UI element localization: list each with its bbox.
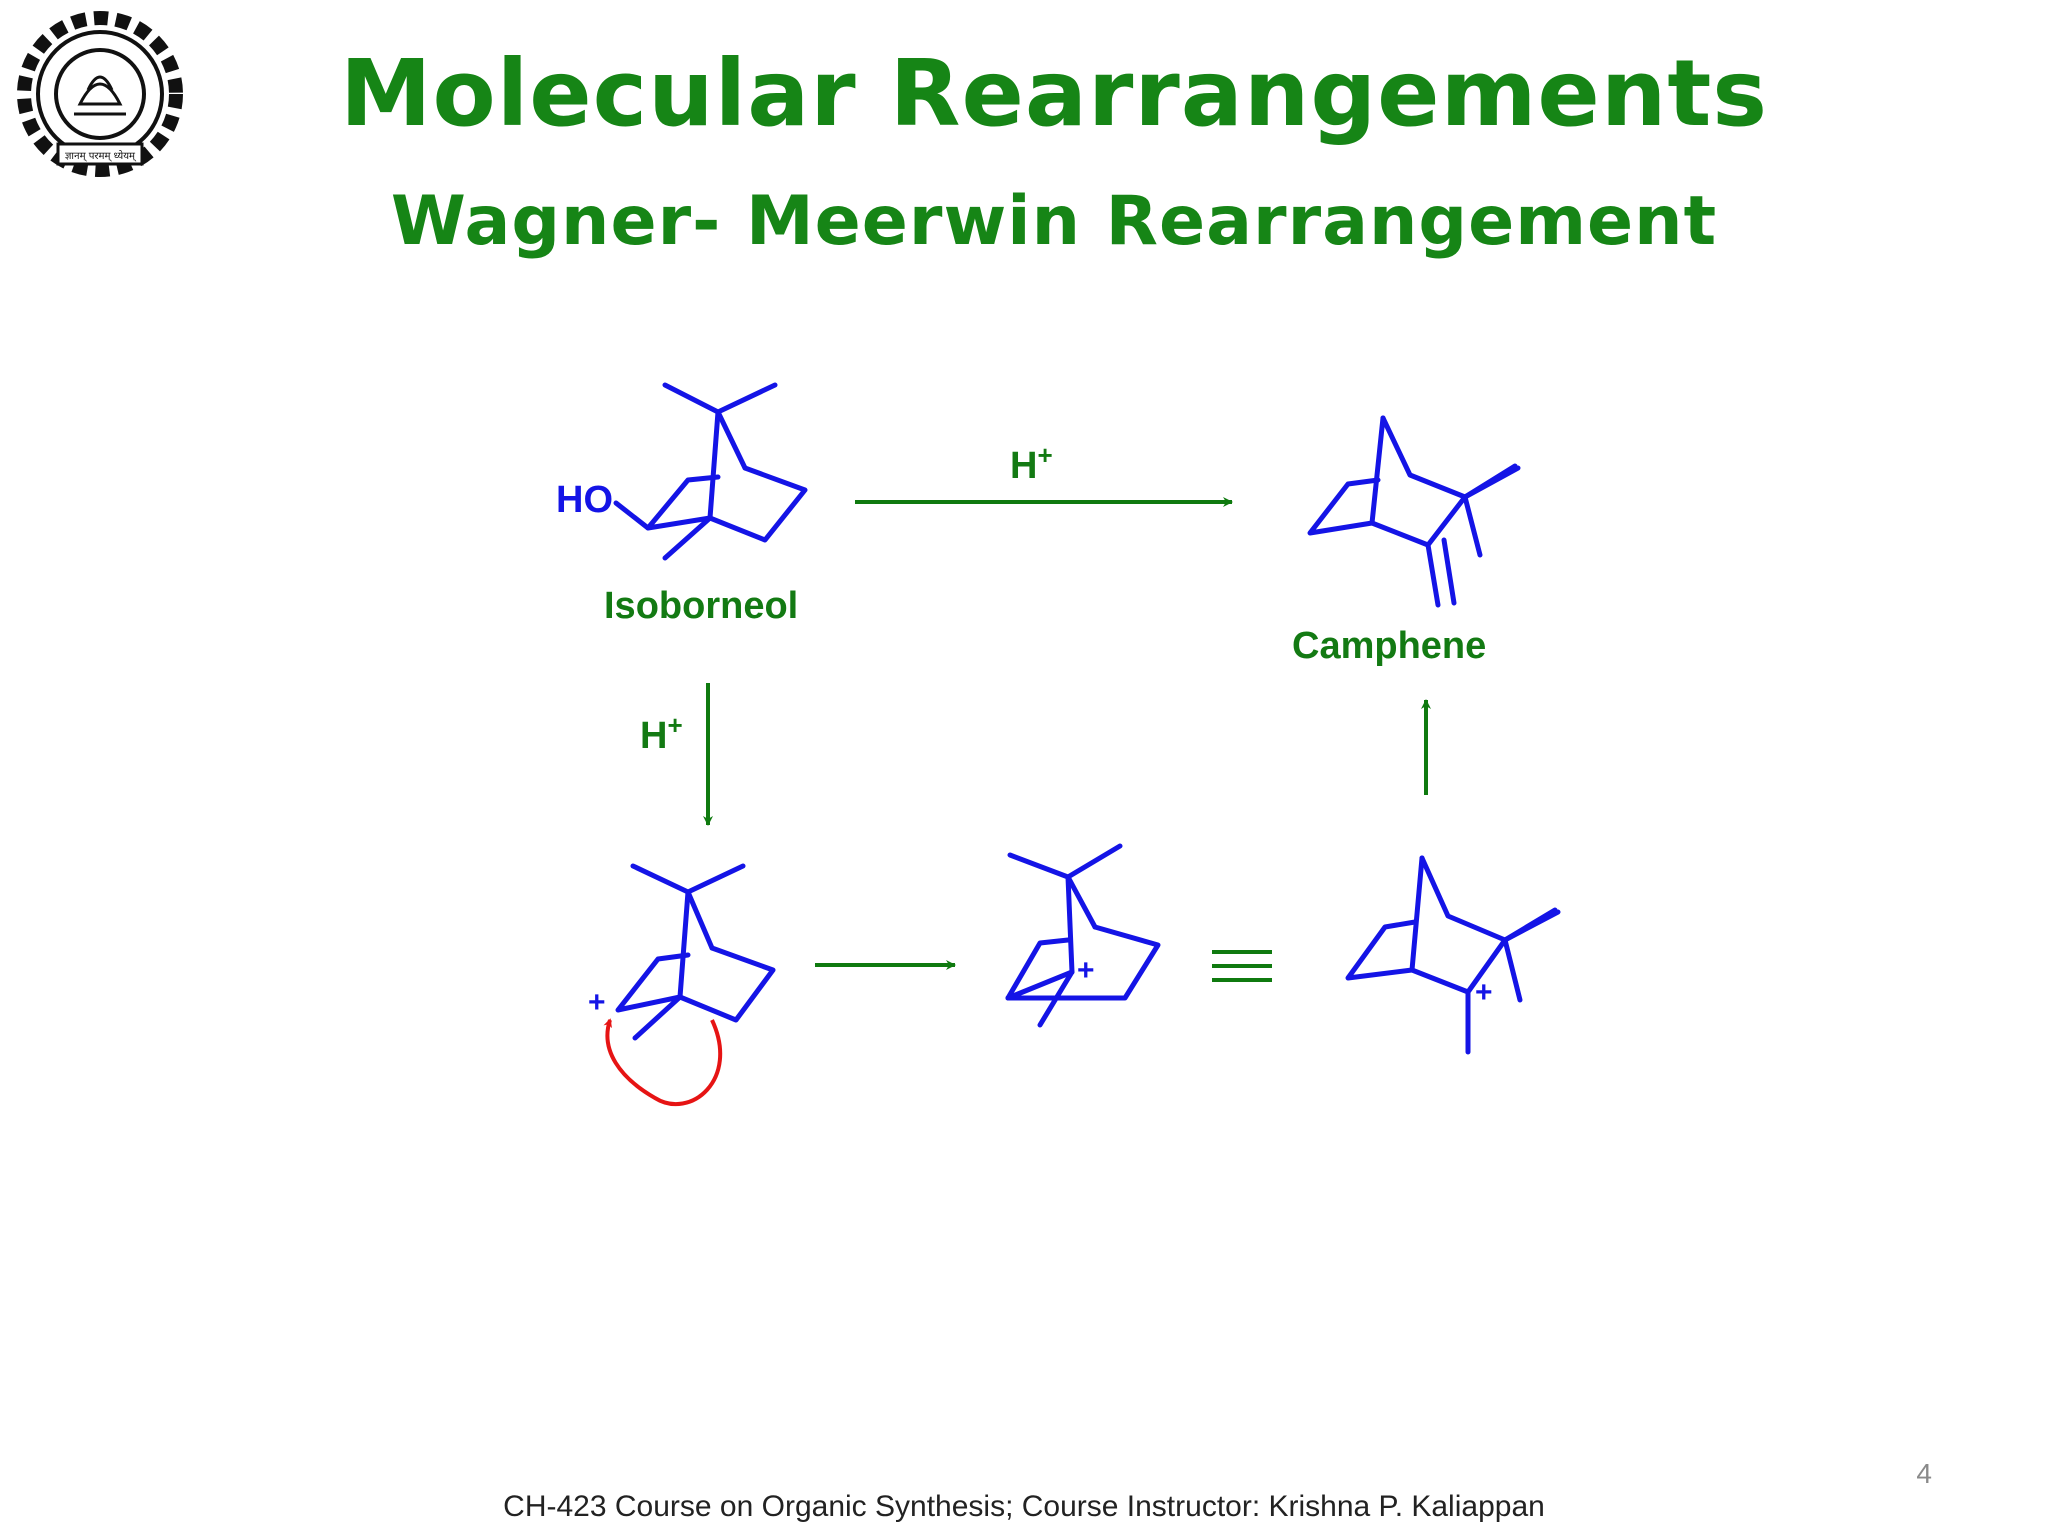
curly-arrow-red [603,1018,723,1107]
cation-intermediate-2 [1005,843,1161,1028]
page-number: 4 [1916,1458,1932,1489]
hydroxyl-label: HO [556,479,613,521]
reagent-top-label: H+ [1010,440,1053,487]
slide-subtitle: Wagner- Meerwin Rearrangement [390,182,1718,261]
cation-charge-3: + [1475,976,1493,1009]
reagent-left-label: H+ [640,710,683,757]
logo-motto: ज्ञानम् परमम् ध्येयम् [65,150,137,162]
isoborneol-label: Isoborneol [604,585,798,627]
isoborneol-structure [613,382,808,561]
cation-charge-1: + [588,986,606,1019]
institute-logo: ज्ञानम् परमम् ध्येयम् [17,11,183,177]
equivalence-symbol [1212,950,1272,982]
cation-intermediate-3 [1345,855,1561,1055]
camphene-label: Camphene [1292,625,1486,667]
camphene-structure [1307,415,1521,608]
cation-charge-2: + [1077,954,1095,987]
slide-footer: CH-423 Course on Organic Synthesis; Cour… [503,1490,1545,1523]
slide-title: Molecular Rearrangements [339,40,1769,147]
cation-intermediate-1 [615,863,776,1041]
